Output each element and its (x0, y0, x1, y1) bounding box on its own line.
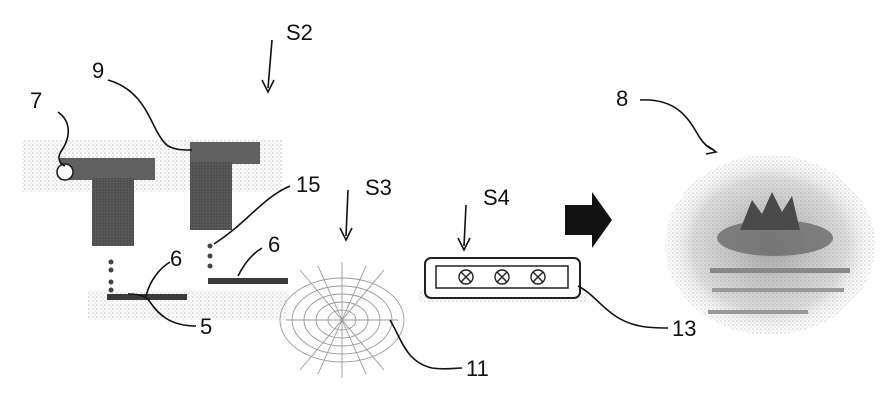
ring-element (57, 164, 73, 180)
s3-arrow (346, 190, 348, 236)
s2-arrow (268, 40, 272, 88)
label-5: 5 (200, 314, 212, 339)
label-s3: S3 (365, 175, 392, 200)
tool-left (60, 158, 155, 246)
label-9: 9 (92, 58, 104, 83)
label-11: 11 (466, 356, 489, 381)
dot-column-left (109, 260, 114, 293)
step-s3-group (280, 190, 404, 378)
leader-11 (390, 320, 462, 369)
leader-8 (640, 100, 714, 150)
s4-arrow (464, 205, 466, 246)
dot-column-right (208, 244, 213, 269)
pad-right (208, 278, 288, 284)
label-7: 7 (30, 88, 42, 113)
leader-9 (108, 80, 192, 150)
label-6b: 6 (268, 232, 280, 257)
label-s4: S4 (483, 185, 510, 210)
step-s4-group (418, 205, 588, 302)
field-lines (280, 262, 404, 378)
right-arrow-icon (565, 192, 612, 248)
leader-6b (238, 248, 262, 276)
label-15: 15 (296, 172, 320, 197)
step-s2-group (22, 40, 288, 320)
circle-cross-icon (531, 270, 545, 284)
circle-cross-icon (459, 270, 473, 284)
label-6a: 6 (170, 246, 182, 271)
result-blob (660, 150, 880, 340)
label-8: 8 (616, 86, 628, 111)
leader-13 (578, 286, 668, 328)
label-s2: S2 (286, 20, 313, 45)
circle-cross-icon (495, 270, 509, 284)
label-13: 13 (672, 316, 696, 341)
